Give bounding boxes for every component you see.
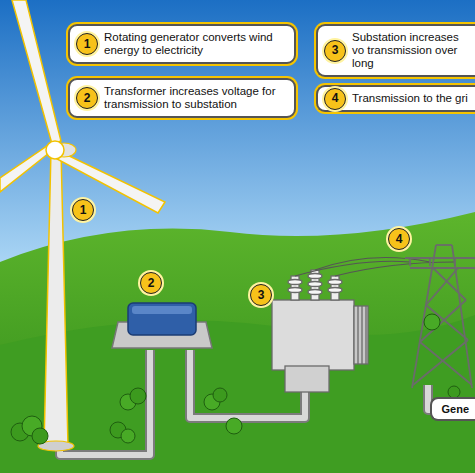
callout-number-text: 4 — [332, 92, 339, 105]
callout-number-text: 3 — [332, 44, 339, 57]
callout-number: 1 — [72, 199, 94, 221]
callout-number: 3 — [324, 40, 346, 62]
callout-number-text: 1 — [80, 203, 87, 217]
grass — [0, 315, 475, 473]
callout-number-text: 2 — [84, 92, 91, 105]
callout-number: 2 — [140, 272, 162, 294]
info-box: Transmission to the gri 4 — [316, 85, 475, 112]
info-box: Rotating generator converts wind energy … — [68, 24, 296, 64]
cable-pipes — [60, 350, 442, 455]
callout-number-text: 3 — [258, 288, 265, 302]
box-text: Rotating generator converts wind energy … — [104, 31, 288, 57]
callout-number: 4 — [388, 228, 410, 250]
callout-number: 1 — [76, 33, 98, 55]
info-box: Transformer increases voltage for transm… — [68, 78, 296, 118]
callout-number: 4 — [324, 88, 346, 110]
box-text: Gene — [441, 403, 469, 415]
callout-number-text: 4 — [396, 232, 403, 246]
bushes — [11, 314, 460, 444]
substation — [272, 270, 368, 392]
box-text: Transmission to the gri — [352, 92, 472, 105]
info-box: Substation increases vo transmission ove… — [316, 24, 475, 77]
callout-number: 3 — [250, 284, 272, 306]
callout-number-text: 2 — [148, 276, 155, 290]
generation-box: Gene — [430, 397, 475, 421]
callout-number-text: 1 — [84, 38, 91, 51]
box-text: Transformer increases voltage for transm… — [104, 85, 288, 111]
transformer — [112, 303, 212, 348]
hill — [0, 212, 475, 473]
transmission-tower — [405, 245, 475, 388]
box-text: Substation increases vo transmission ove… — [352, 31, 472, 70]
callout-number: 2 — [76, 87, 98, 109]
wind-turbine — [0, 0, 165, 451]
